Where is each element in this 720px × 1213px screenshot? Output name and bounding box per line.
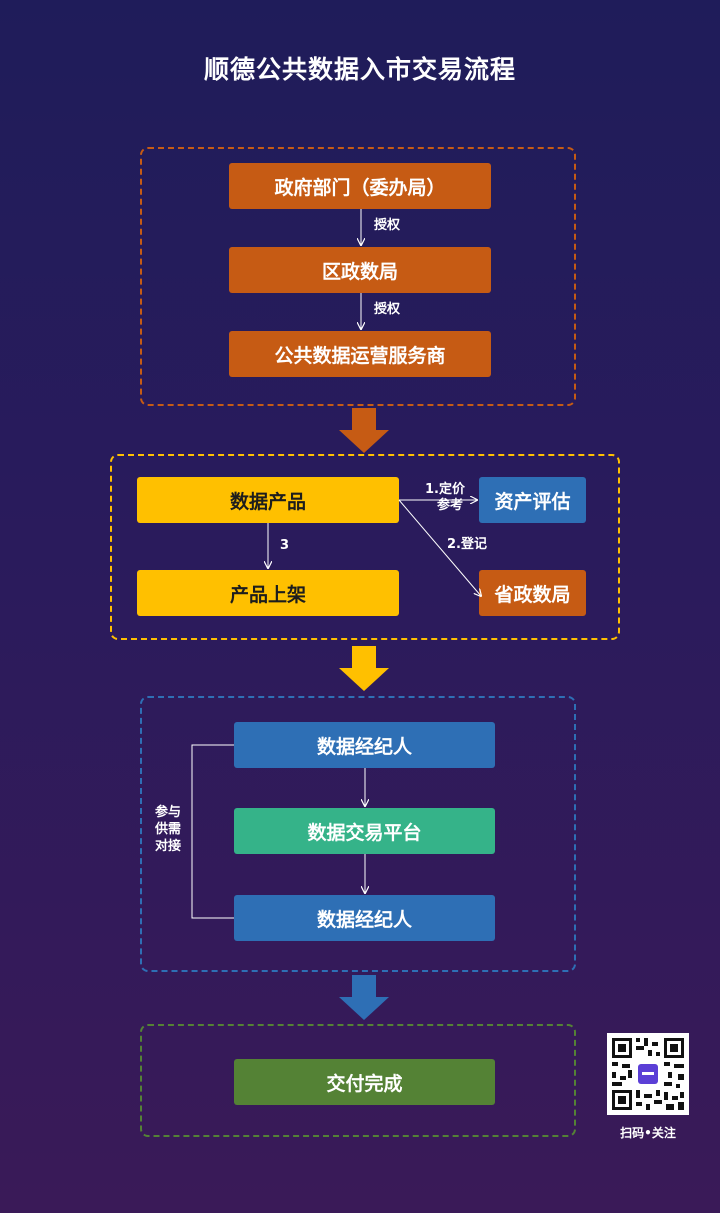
pricing-label-line1: 1.定价 — [425, 482, 465, 497]
authorize-label-2: 授权 — [374, 302, 401, 317]
data-broker-bottom-box: 数据经纪人 — [234, 895, 495, 941]
data-broker-top-box: 数据经纪人 — [234, 722, 495, 768]
data-operator-box: 公共数据运营服务商 — [229, 331, 491, 377]
data-trading-platform-box: 数据交易平台 — [234, 808, 495, 854]
asset-evaluation-box: 资产评估 — [479, 477, 586, 523]
qr-code-image — [607, 1033, 689, 1115]
stage3-group — [140, 696, 576, 972]
step3-label: 3 — [280, 538, 290, 553]
pricing-label-line2: 参考 — [437, 498, 464, 513]
stage1-group — [140, 147, 576, 406]
provincial-data-bureau-box: 省政数局 — [479, 570, 586, 616]
gov-department-box: 政府部门（委办局） — [229, 163, 491, 209]
stage2-group — [110, 454, 620, 640]
side-label-line2: 供需 — [155, 822, 182, 837]
qr-caption: 扫码•关注 — [620, 1126, 676, 1140]
big-arrow-stage2-to-stage3 — [339, 646, 389, 691]
qr-code[interactable] — [607, 1033, 689, 1115]
district-data-bureau-box: 区政数局 — [229, 247, 491, 293]
side-label-line1: 参与 — [155, 805, 182, 820]
product-listing-box: 产品上架 — [137, 570, 399, 616]
big-arrow-stage3-to-stage4 — [339, 975, 389, 1020]
arrow-product-to-provincial — [398, 499, 481, 596]
delivery-complete-box: 交付完成 — [234, 1059, 495, 1105]
data-product-box: 数据产品 — [137, 477, 399, 523]
authorize-label-1: 授权 — [374, 218, 401, 233]
registration-label: 2.登记 — [447, 537, 487, 552]
stage4-group — [140, 1024, 576, 1137]
big-arrow-stage1-to-stage2 — [339, 408, 389, 453]
side-label-line3: 对接 — [155, 839, 182, 854]
page-title: 顺德公共数据入市交易流程 — [203, 55, 516, 84]
bracket-line — [191, 744, 234, 919]
